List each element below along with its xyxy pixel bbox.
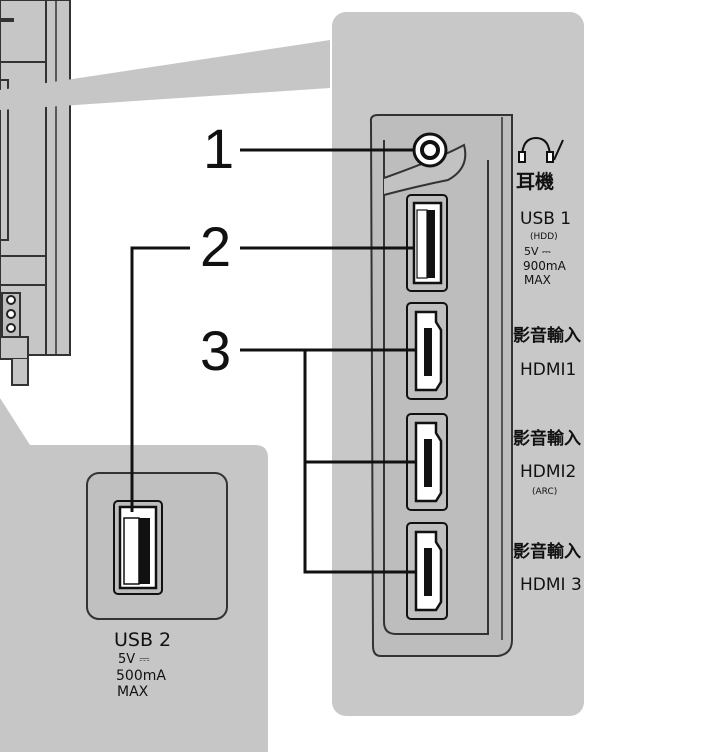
hdmi1-port <box>406 302 448 400</box>
headphone-jack <box>383 132 467 196</box>
usb1-current: 900mA <box>523 259 567 273</box>
hdmi2-label-zh: 影音輸入 <box>513 428 581 449</box>
hdmi3-port <box>406 522 448 620</box>
headphone-icon <box>518 136 564 163</box>
headphone-label: 耳機 <box>516 170 554 193</box>
tv-side-view <box>0 0 330 386</box>
callout-1: 1 <box>203 117 234 180</box>
usb2-current: 500mA <box>116 668 166 684</box>
hdmi2-label: HDMI2 <box>520 462 576 482</box>
callout-2: 2 <box>200 215 231 278</box>
usb1-voltage: 5V ⎓ <box>524 245 551 258</box>
callout-3: 3 <box>200 319 231 382</box>
usb1-label: USB 1 <box>520 209 571 229</box>
usb2-voltage: 5V ⎓ <box>118 652 150 667</box>
hdmi2-port <box>406 413 448 511</box>
hdmi1-label: HDMI1 <box>520 360 576 380</box>
usb2-zoom-panel <box>0 398 268 752</box>
hdmi3-label: HDMI 3 <box>520 575 582 595</box>
usb2-max: MAX <box>117 684 149 700</box>
usb1-port <box>406 194 448 292</box>
usb1-sub: (HDD) <box>530 232 558 242</box>
leader-lines <box>130 148 416 574</box>
usb2-label: USB 2 <box>114 629 171 651</box>
hdmi1-label-zh: 影音輸入 <box>513 325 581 346</box>
hdmi2-sub: (ARC) <box>532 487 557 497</box>
usb1-max: MAX <box>524 273 551 287</box>
hdmi3-label-zh: 影音輸入 <box>513 541 581 562</box>
